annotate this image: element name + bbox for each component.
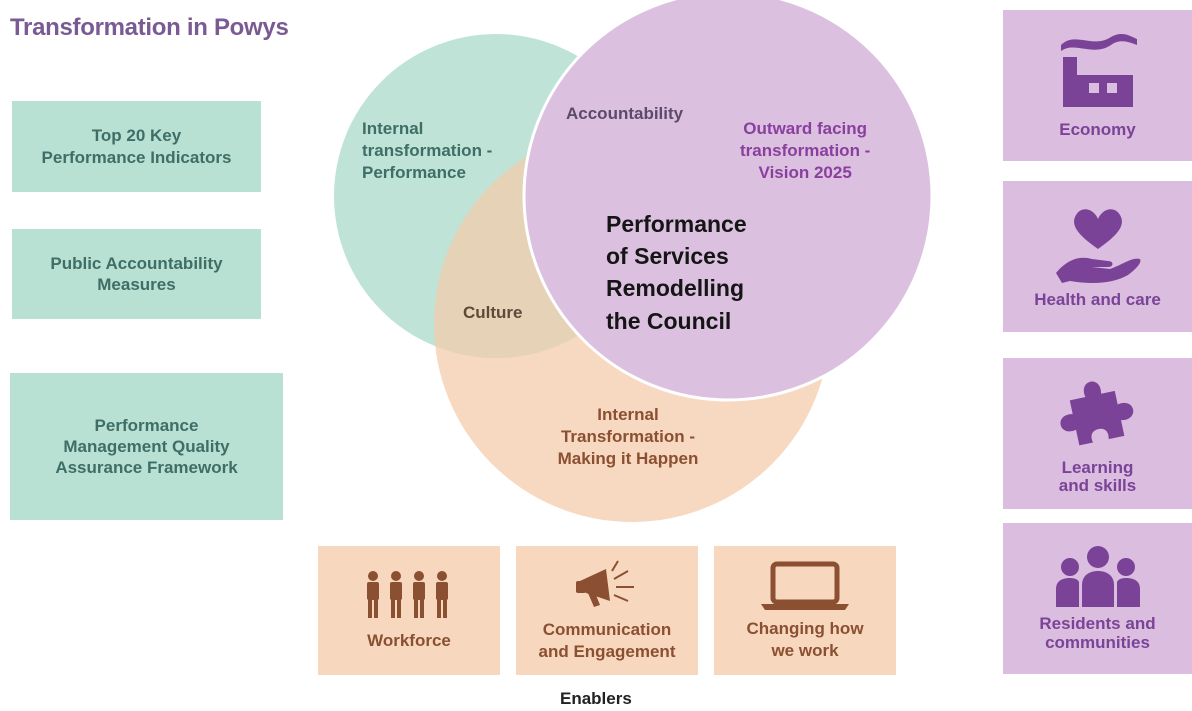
public-accountability-label: Public Accountability Measures (50, 253, 223, 294)
workforce-people-icon (367, 570, 448, 618)
enablers-caption: Enablers (560, 689, 632, 708)
public-accountability-box: Public Accountability Measures (12, 229, 261, 319)
outcome-health-care-label: Health and care (1034, 289, 1161, 309)
kpi-label: Top 20 Key Performance Indicators (41, 126, 232, 167)
outcome-economy-label: Economy (1059, 119, 1136, 139)
outcome-residents-communities-label: Residents and communities (1039, 613, 1156, 652)
factory-icon (1060, 33, 1137, 107)
enabler-workforce-label: Workforce (367, 630, 451, 650)
venn-making-it-happen-label: Internal Transformation - Making it Happ… (557, 405, 699, 468)
venn-lilac-circle (522, 0, 934, 402)
kpi-box: Top 20 Key Performance Indicators (12, 101, 261, 192)
enabler-workforce: Workforce (318, 546, 500, 675)
venn-accountability-label: Accountability (566, 104, 684, 123)
venn-outward-label: Outward facing transformation - Vision 2… (740, 119, 871, 182)
venn-culture-label: Culture (463, 303, 523, 322)
venn-center-label: Performance of Services Remodelling the … (606, 211, 747, 334)
outcome-learning-skills: Learning and skills (1003, 358, 1192, 509)
outcome-health-care: Health and care (1003, 181, 1192, 332)
venn-internal-performance-label: Internal transformation - Performance (362, 119, 493, 182)
megaphone-icon (576, 560, 634, 608)
outcome-economy: Economy (1003, 10, 1192, 161)
enabler-communication-label: Communication and Engagement (538, 620, 676, 661)
outcome-learning-skills-label: Learning and skills (1058, 457, 1137, 495)
people-group-icon (1055, 545, 1140, 607)
heart-hand-icon (1055, 209, 1140, 283)
quality-assurance-box: Performance Management Quality Assurance… (10, 373, 283, 520)
page-title: Transformation in Powys (10, 14, 289, 41)
outcome-residents-communities: Residents and communities (1003, 523, 1192, 674)
enabler-communication: Communication and Engagement (516, 546, 698, 675)
laptop-icon (761, 561, 849, 611)
quality-assurance-label: Performance Management Quality Assurance… (55, 415, 238, 478)
puzzle-icon (1059, 381, 1133, 446)
enabler-changing-work: Changing how we work (714, 546, 896, 675)
enabler-changing-work-label: Changing how we work (746, 619, 864, 660)
